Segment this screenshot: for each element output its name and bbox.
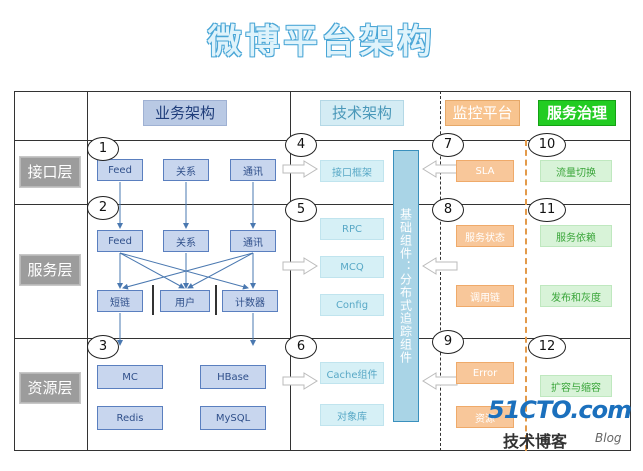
mon-chain: 调用链 <box>456 285 514 307</box>
step-number-8: 8 <box>432 198 464 222</box>
step-number-7: 7 <box>432 133 464 157</box>
layer-service: 服务层 <box>19 254 81 286</box>
res-redis: Redis <box>97 406 163 430</box>
res-mysql: MySQL <box>200 406 266 430</box>
biz-shortlink: 短链 <box>97 290 143 312</box>
hollow-right-arrow-icon <box>282 372 318 390</box>
step-number-4: 4 <box>285 133 317 157</box>
header-governance: 服务治理 <box>538 100 616 126</box>
monitor-column-divider <box>525 140 527 451</box>
step-number-3: 3 <box>87 335 119 359</box>
res-hbase: HBase <box>200 365 266 389</box>
tech-config: Config <box>320 294 384 316</box>
step-number-10: 10 <box>528 133 566 157</box>
row3-separator <box>215 285 217 315</box>
business-column-divider <box>290 91 291 451</box>
step-number-11: 11 <box>528 198 566 222</box>
header-business: 业务架构 <box>143 100 227 126</box>
biz-counter: 计数器 <box>222 290 278 312</box>
mon-resource: 资源 <box>456 406 514 428</box>
layer-divider-2 <box>14 338 631 339</box>
tech-column-divider <box>440 91 441 451</box>
watermark-site: 51CTO.com <box>488 396 632 424</box>
mon-error: Error <box>456 362 514 384</box>
step-number-1: 1 <box>87 137 119 161</box>
gov-traffic: 流量切换 <box>540 160 612 182</box>
tech-rpc: RPC <box>320 218 384 240</box>
watermark-blog: Blog <box>595 431 622 445</box>
biz-service-feed: Feed <box>97 230 143 252</box>
layer-resource: 资源层 <box>19 372 81 404</box>
header-tech: 技术架构 <box>320 100 404 126</box>
gov-deps: 服务依赖 <box>540 225 612 247</box>
hollow-left-arrow-icon <box>422 257 458 275</box>
business-connectors <box>117 182 256 346</box>
biz-interface-relation: 关系 <box>163 159 209 181</box>
hollow-right-arrow-icon <box>282 160 318 178</box>
biz-interface-feed: Feed <box>97 159 143 181</box>
tech-cache: Cache组件 <box>320 362 384 384</box>
biz-interface-comm: 通讯 <box>230 159 276 181</box>
diagram-frame <box>14 91 631 451</box>
tech-objstore: 对象库 <box>320 404 384 426</box>
header-divider <box>14 140 631 141</box>
step-number-2: 2 <box>87 196 119 220</box>
gov-deploy: 发布和灰度 <box>540 285 612 307</box>
layer-column-divider <box>87 91 88 451</box>
layer-divider-1 <box>14 204 631 205</box>
tracing-component-bar: 基础组件：分布式追踪组件 <box>393 150 419 422</box>
watermark-sub: 技术博客 <box>503 432 568 451</box>
page-title: 微博平台架构 <box>207 22 436 62</box>
step-number-6: 6 <box>285 335 317 359</box>
hollow-left-arrow-icon <box>422 372 458 390</box>
tech-interface-framework: 接口框架 <box>320 160 384 182</box>
gov-scale: 扩容与缩容 <box>540 375 612 397</box>
hollow-right-arrow-icon <box>282 257 318 275</box>
layer-interface: 接口层 <box>19 156 81 188</box>
res-mc: MC <box>97 365 163 389</box>
mon-sla: SLA <box>456 160 514 182</box>
biz-service-relation: 关系 <box>163 230 209 252</box>
biz-service-comm: 通讯 <box>230 230 276 252</box>
hollow-left-arrow-icon <box>422 160 458 178</box>
mon-status: 服务状态 <box>456 225 514 247</box>
step-number-9: 9 <box>432 330 464 354</box>
step-number-12: 12 <box>528 335 566 359</box>
header-monitor: 监控平台 <box>445 100 520 126</box>
row3-separator <box>152 285 154 315</box>
step-number-5: 5 <box>285 198 317 222</box>
biz-user: 用户 <box>160 290 210 312</box>
tech-mcq: MCQ <box>320 256 384 278</box>
